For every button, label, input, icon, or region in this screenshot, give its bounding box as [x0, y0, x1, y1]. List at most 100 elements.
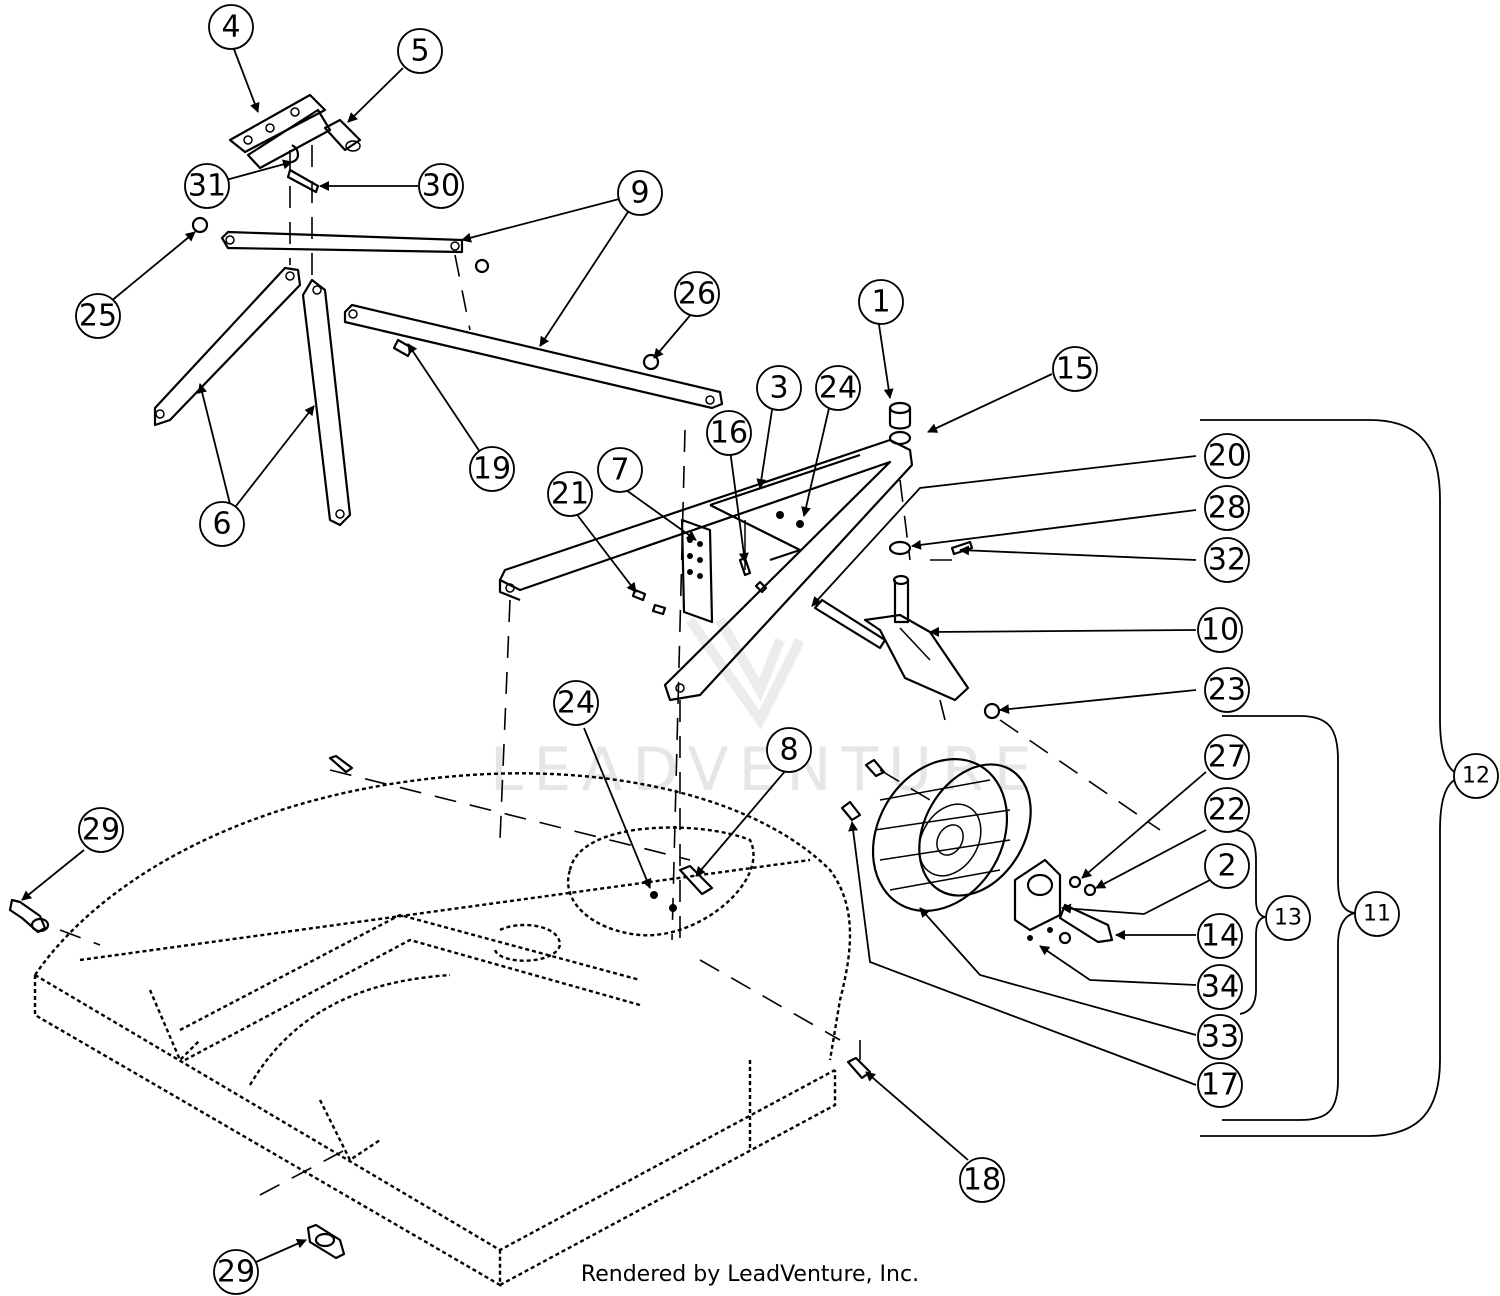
callout-24-top: 24 [815, 365, 861, 411]
deck-hole-24a [650, 891, 658, 899]
bolt-29-left [8, 898, 50, 934]
upper-link-long [343, 303, 724, 410]
svg-text:27: 27 [1208, 740, 1246, 775]
callout-28: 28 [1204, 485, 1250, 531]
callout-1: 1 [858, 279, 904, 325]
callout-22: 22 [1204, 787, 1250, 833]
svg-text:12: 12 [1462, 764, 1490, 789]
callout-23: 23 [1204, 667, 1250, 713]
svg-text:24: 24 [819, 371, 857, 406]
nut-23 [983, 702, 1001, 720]
svg-text:33: 33 [1201, 1020, 1239, 1055]
nut-upper-right [474, 258, 490, 274]
svg-text:9: 9 [630, 176, 649, 211]
callout-33: 33 [1197, 1014, 1243, 1060]
watermark-logo [685, 617, 805, 730]
upper-link-short [220, 230, 464, 254]
callout-2: 2 [1204, 843, 1250, 889]
spacer-tube [1058, 903, 1114, 944]
callout-16: 16 [706, 410, 752, 456]
svg-text:23: 23 [1208, 673, 1246, 708]
callout-10: 10 [1197, 607, 1243, 653]
svg-text:29: 29 [217, 1255, 255, 1290]
svg-text:5: 5 [410, 34, 429, 69]
bolt-wheel-top [864, 758, 886, 778]
callout-19: 19 [469, 446, 515, 492]
roll-pin [950, 540, 974, 556]
svg-text:32: 32 [1208, 543, 1246, 578]
hair-pin [291, 144, 300, 164]
svg-text:2: 2 [1217, 849, 1236, 884]
support-strap-right [301, 278, 352, 527]
callout-17: 17 [1197, 1062, 1243, 1108]
callout-3: 3 [756, 365, 802, 411]
svg-text:16: 16 [710, 416, 748, 451]
callout-18: 18 [959, 1157, 1005, 1203]
callout-8: 8 [766, 727, 812, 773]
svg-text:31: 31 [188, 169, 226, 204]
callout-13: 13 [1265, 895, 1311, 941]
callout-24-bottom: 24 [553, 680, 599, 726]
assembly-guide-lines [59, 145, 1161, 1196]
bolt-18 [846, 1056, 872, 1080]
deck-bracket [678, 864, 714, 896]
svg-text:3: 3 [769, 371, 788, 406]
svg-text:17: 17 [1201, 1068, 1239, 1103]
svg-text:28: 28 [1208, 491, 1246, 526]
callout-7: 7 [597, 447, 643, 493]
callout-20: 20 [1204, 433, 1250, 479]
svg-text:21: 21 [551, 477, 589, 512]
callout-34: 34 [1197, 964, 1243, 1010]
wheel-hub [1013, 858, 1062, 941]
svg-text:18: 18 [963, 1163, 1001, 1198]
axle-bolt-20 [813, 598, 887, 650]
svg-text:6: 6 [212, 507, 231, 542]
callout-29-bottom: 29 [213, 1249, 259, 1295]
bolt-29-bottom [306, 1223, 346, 1260]
svg-text:24: 24 [557, 686, 595, 721]
callout-30: 30 [418, 163, 464, 209]
deck-hole-24b [669, 904, 677, 912]
svg-text:13: 13 [1274, 906, 1302, 931]
footer-credit: Rendered by LeadVenture, Inc. [580, 1262, 920, 1287]
svg-text:11: 11 [1363, 902, 1391, 927]
callout-21: 21 [547, 471, 593, 517]
callout-14: 14 [1197, 913, 1243, 959]
washer-28 [888, 540, 912, 556]
wheel-tire [871, 757, 1032, 913]
svg-text:19: 19 [473, 452, 511, 487]
callout-9: 9 [617, 170, 663, 216]
bolt-21 [631, 588, 647, 602]
svg-text:30: 30 [422, 169, 460, 204]
watermark: LEADVENTURE [490, 735, 1042, 805]
bolt-17 [840, 800, 862, 822]
svg-text:1: 1 [871, 285, 890, 320]
nut-22 [1083, 883, 1097, 897]
bolt-19 [392, 338, 414, 358]
nut-34 [1058, 931, 1072, 945]
svg-text:15: 15 [1056, 352, 1094, 387]
support-strap-left [153, 266, 302, 427]
svg-text:4: 4 [221, 10, 240, 45]
caster-yoke [863, 574, 970, 702]
svg-text:34: 34 [1201, 970, 1239, 1005]
callout-31: 31 [184, 163, 230, 209]
nut-25 [191, 216, 209, 234]
svg-text:7: 7 [610, 453, 629, 488]
svg-text:26: 26 [678, 277, 716, 312]
bushing [888, 401, 912, 446]
bolt-small [754, 580, 768, 594]
callout-5: 5 [397, 28, 443, 74]
clevis-pin [286, 168, 320, 194]
callout-12: 12 [1453, 753, 1499, 799]
svg-text:22: 22 [1208, 793, 1246, 828]
adjustment-plate [680, 518, 714, 624]
callout-25: 25 [75, 293, 121, 339]
callout-4: 4 [208, 4, 254, 50]
brace-13 [1234, 829, 1266, 1015]
callout-15: 15 [1052, 346, 1098, 392]
callout-32: 32 [1204, 537, 1250, 583]
svg-text:20: 20 [1208, 439, 1246, 474]
leader-lines [21, 43, 1211, 1263]
